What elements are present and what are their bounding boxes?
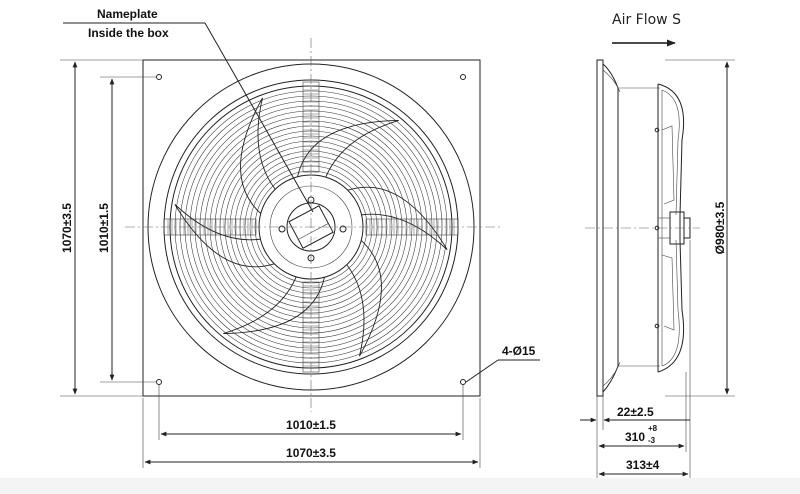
- front-view: ······· Nameplate Inside the box 4-Ø15: [63, 7, 540, 412]
- nameplate-leader: [204, 22, 314, 213]
- nameplate-box: ·······: [288, 205, 334, 249]
- blade-outline: [346, 240, 382, 357]
- total-depth-dim: 313±4: [626, 458, 660, 472]
- blade-outline: [174, 204, 275, 268]
- air-flow-label: Air Flow S: [612, 12, 681, 28]
- front-dimensions: 1070±3.5 1010±1.5 1010±1.5 1070±3.5: [60, 59, 481, 468]
- nameplate-sublabel: Inside the box: [88, 26, 169, 40]
- depth-dim: 310: [625, 430, 645, 444]
- fan-blades: [174, 97, 448, 357]
- height-inner-dim: 1010±1.5: [97, 203, 111, 253]
- bottom-band: [0, 478, 800, 494]
- side-view: Air Flow S: [585, 12, 700, 397]
- hub-bolt-icon: [339, 225, 347, 233]
- blade-outline: [240, 97, 276, 214]
- blade-outline: [347, 186, 448, 250]
- holes-label: 4-Ø15: [502, 344, 536, 358]
- height-outer-dim: 1070±3.5: [60, 203, 74, 253]
- hub-bolt-icon: [278, 225, 286, 233]
- mounting-hole-tl: [156, 74, 162, 80]
- depth-tol-lower: -3: [648, 436, 656, 445]
- mounting-hole-bl: [156, 379, 162, 385]
- side-venturi: [602, 63, 619, 393]
- mounting-hole-tr: [460, 74, 466, 80]
- diameter-dim: Ø980±3.5: [713, 201, 727, 254]
- side-guard: [657, 83, 685, 373]
- svg-text:·······: ·······: [306, 234, 319, 245]
- blade-outline: [223, 276, 325, 335]
- holes-leader: [465, 359, 499, 383]
- flange-dim: 22±2.5: [617, 405, 654, 419]
- width-inner-dim: 1010±1.5: [286, 418, 336, 432]
- side-dimensions: Ø980±3.5 22±2.5 310 +8 -3 313±4: [580, 59, 735, 478]
- square-panel: [142, 59, 481, 397]
- blade-outline: [297, 119, 399, 178]
- width-outer-dim: 1070±3.5: [286, 446, 336, 460]
- nameplate-label: Nameplate: [97, 7, 158, 21]
- mounting-hole-br: [460, 379, 466, 385]
- depth-tol-upper: +8: [648, 424, 658, 433]
